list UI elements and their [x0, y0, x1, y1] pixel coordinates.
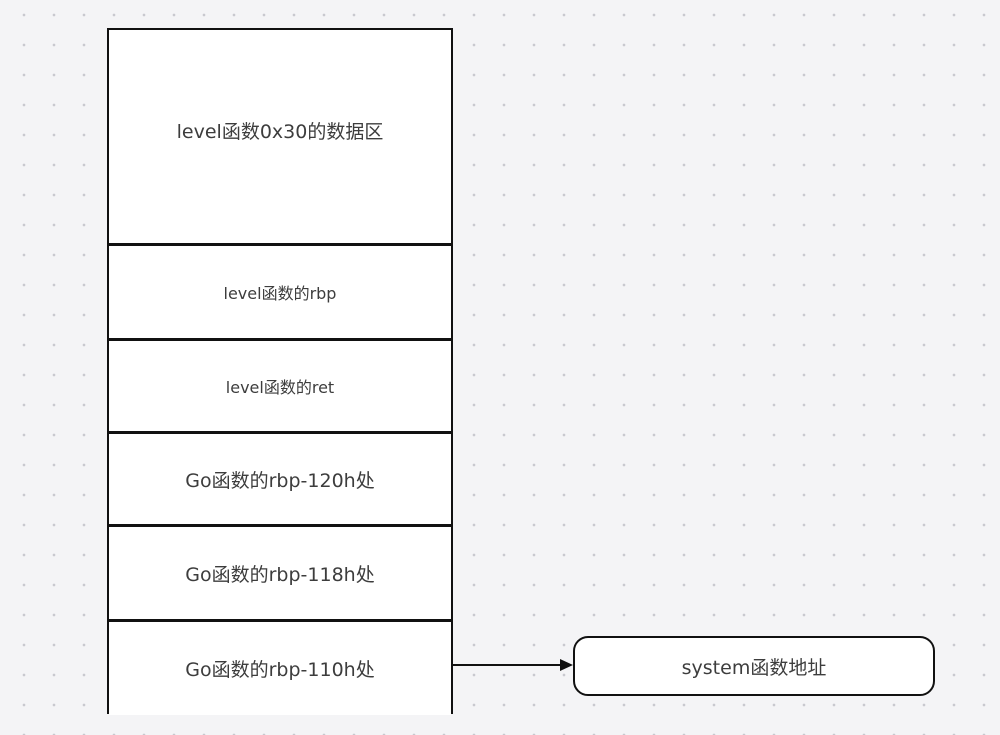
stack-cell-label: Go函数的rbp-120h处 [185, 469, 375, 492]
stack-cell-label: level函数0x30的数据区 [176, 121, 384, 143]
stack-cell-go-rbp-110h[interactable]: Go函数的rbp-110h处 [109, 619, 451, 715]
stack-frame: level函数0x30的数据区 level函数的rbp level函数的ret … [107, 28, 453, 715]
stack-cell-go-rbp-120h[interactable]: Go函数的rbp-120h处 [109, 431, 451, 524]
stack-cell-label: Go函数的rbp-118h处 [185, 563, 375, 586]
target-box-label: system函数地址 [681, 656, 827, 679]
stack-cell-label: level函数的rbp [223, 284, 337, 303]
stack-cell-label: level函数的ret [225, 378, 335, 397]
stack-cell-level-rbp[interactable]: level函数的rbp [109, 243, 451, 338]
stack-cell-level-data-area[interactable]: level函数0x30的数据区 [109, 30, 451, 243]
stack-cell-go-rbp-118h[interactable]: Go函数的rbp-118h处 [109, 524, 451, 619]
stack-cell-label: Go函数的rbp-110h处 [185, 659, 375, 681]
stack-cell-level-ret[interactable]: level函数的ret [109, 338, 451, 431]
system-function-address-box[interactable]: system函数地址 [573, 636, 935, 696]
arrow-head-icon [560, 659, 573, 671]
